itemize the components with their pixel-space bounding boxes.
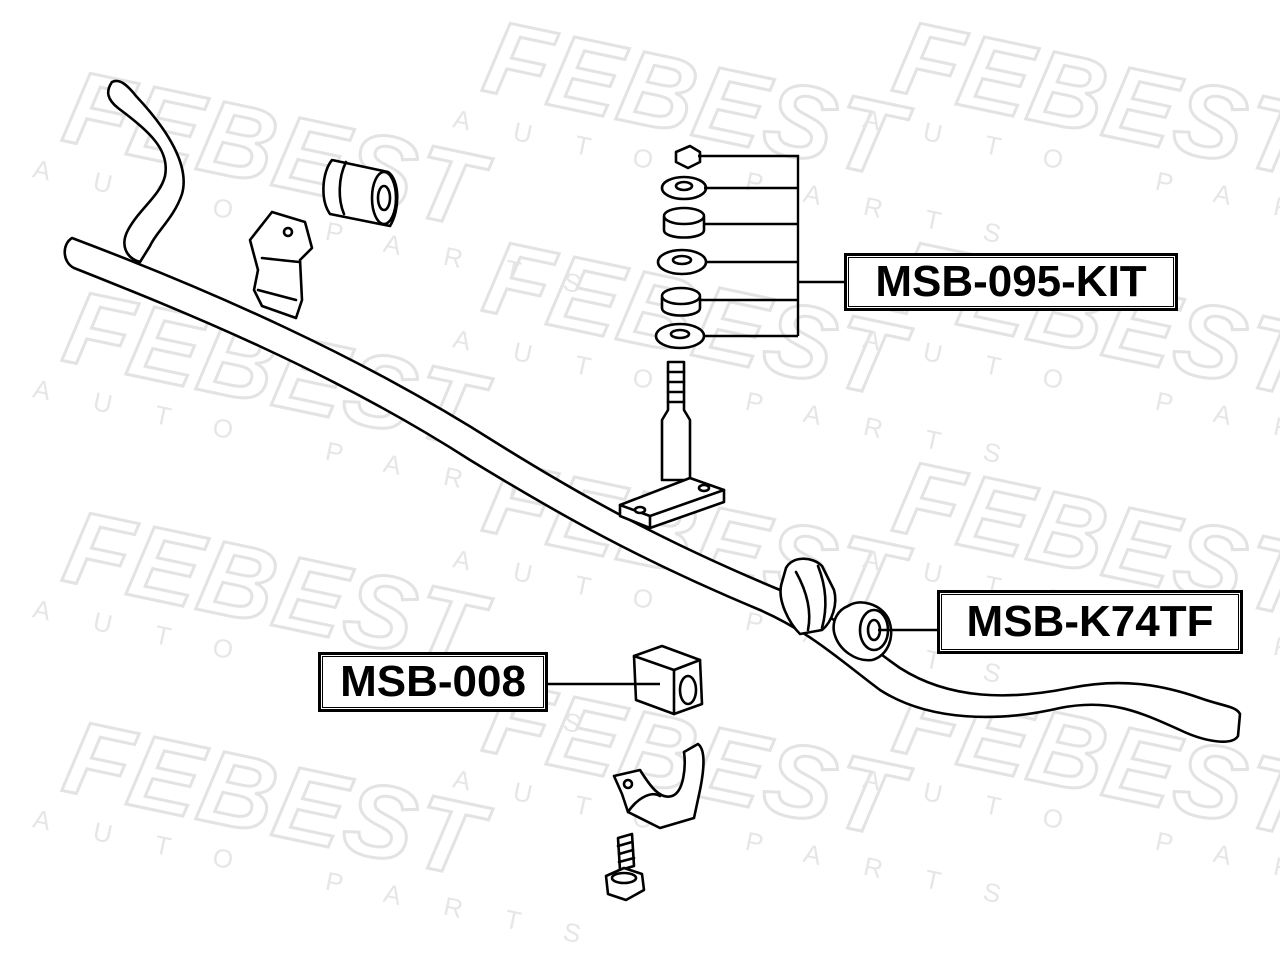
kit-washer-1 xyxy=(660,175,708,201)
upper-bracket xyxy=(248,210,314,320)
label-msb-008: MSB-008 xyxy=(318,652,548,712)
stabilizer-bar xyxy=(63,79,1242,743)
kit-washer-3 xyxy=(654,322,706,350)
label-msb-k74tf: MSB-K74TF xyxy=(937,590,1243,654)
upper-bushing xyxy=(322,158,399,228)
lower-bracket xyxy=(612,742,705,830)
label-msb-095-kit: MSB-095-KIT xyxy=(844,253,1178,311)
link-rod xyxy=(618,360,726,530)
bushing-msb-008 xyxy=(632,644,704,716)
kit-nut xyxy=(674,144,702,170)
bolt xyxy=(604,832,646,902)
stabilizer-bar-arm xyxy=(106,79,185,264)
bushing-k74tf xyxy=(832,601,893,662)
right-clamp xyxy=(779,557,837,636)
kit-washer-2 xyxy=(656,248,708,276)
leader-lines xyxy=(546,154,938,686)
leader-kit xyxy=(698,154,846,338)
stabilizer-bar-main xyxy=(63,236,1242,743)
